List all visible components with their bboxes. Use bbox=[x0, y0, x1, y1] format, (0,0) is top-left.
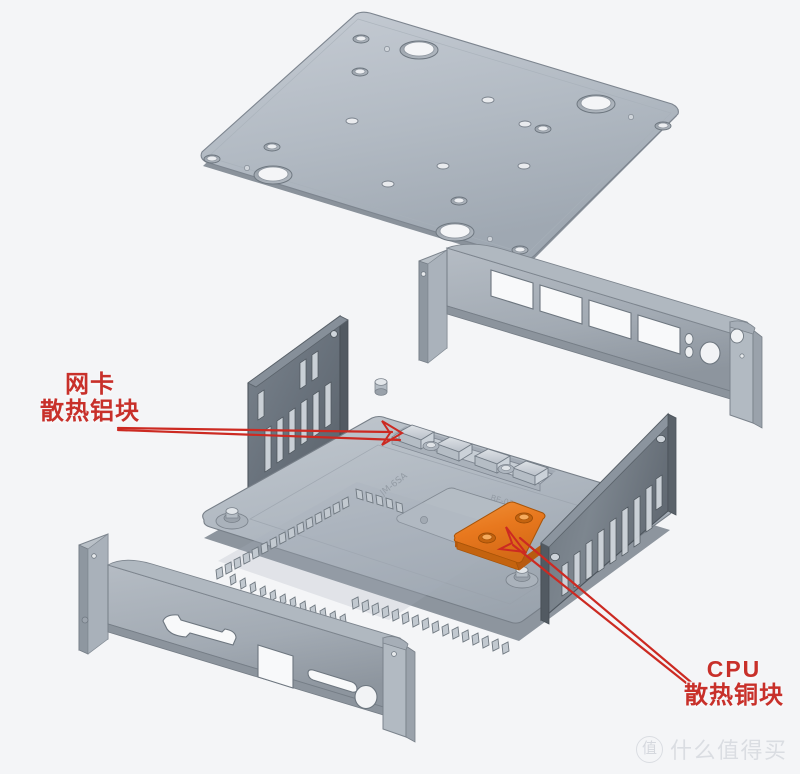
leader-line-nic bbox=[116, 426, 394, 434]
annotation-cpu-line1: CPU bbox=[706, 656, 762, 682]
leader-line-cpu bbox=[511, 543, 692, 688]
leader-line-cpu-2 bbox=[518, 536, 694, 685]
part-nic-aluminium-heatsink-block bbox=[390, 424, 556, 492]
part-right-vented-side-panel bbox=[540, 412, 677, 625]
part-front-io-bracket bbox=[78, 533, 416, 743]
annotation-nic-line1: 网卡 bbox=[65, 371, 115, 398]
watermark-badge-icon: 值 bbox=[636, 735, 663, 763]
rear-port-cutouts bbox=[490, 269, 681, 355]
base-heatsink-fins bbox=[215, 482, 521, 655]
base-standoff-posts bbox=[215, 378, 539, 589]
smzdm-watermark: 值 什么值得买 bbox=[636, 733, 788, 765]
annotation-nic-line2: 散热铝块 bbox=[40, 397, 140, 425]
watermark-text: 什么值得买 bbox=[670, 739, 788, 764]
annotation-leaders bbox=[116, 420, 694, 688]
annotation-cpu-line2: 散热铜块 bbox=[684, 681, 784, 709]
part-top-cover-plate bbox=[200, 11, 679, 265]
leader-line-nic-2 bbox=[116, 428, 402, 442]
part-rear-io-bracket bbox=[418, 243, 763, 429]
annotation-nic-heatsink: 网卡 散热铝块 bbox=[30, 371, 150, 426]
annotation-cpu-heatsink: CPU 散热铜块 bbox=[676, 656, 792, 710]
part-left-vented-side-panel bbox=[247, 314, 349, 506]
